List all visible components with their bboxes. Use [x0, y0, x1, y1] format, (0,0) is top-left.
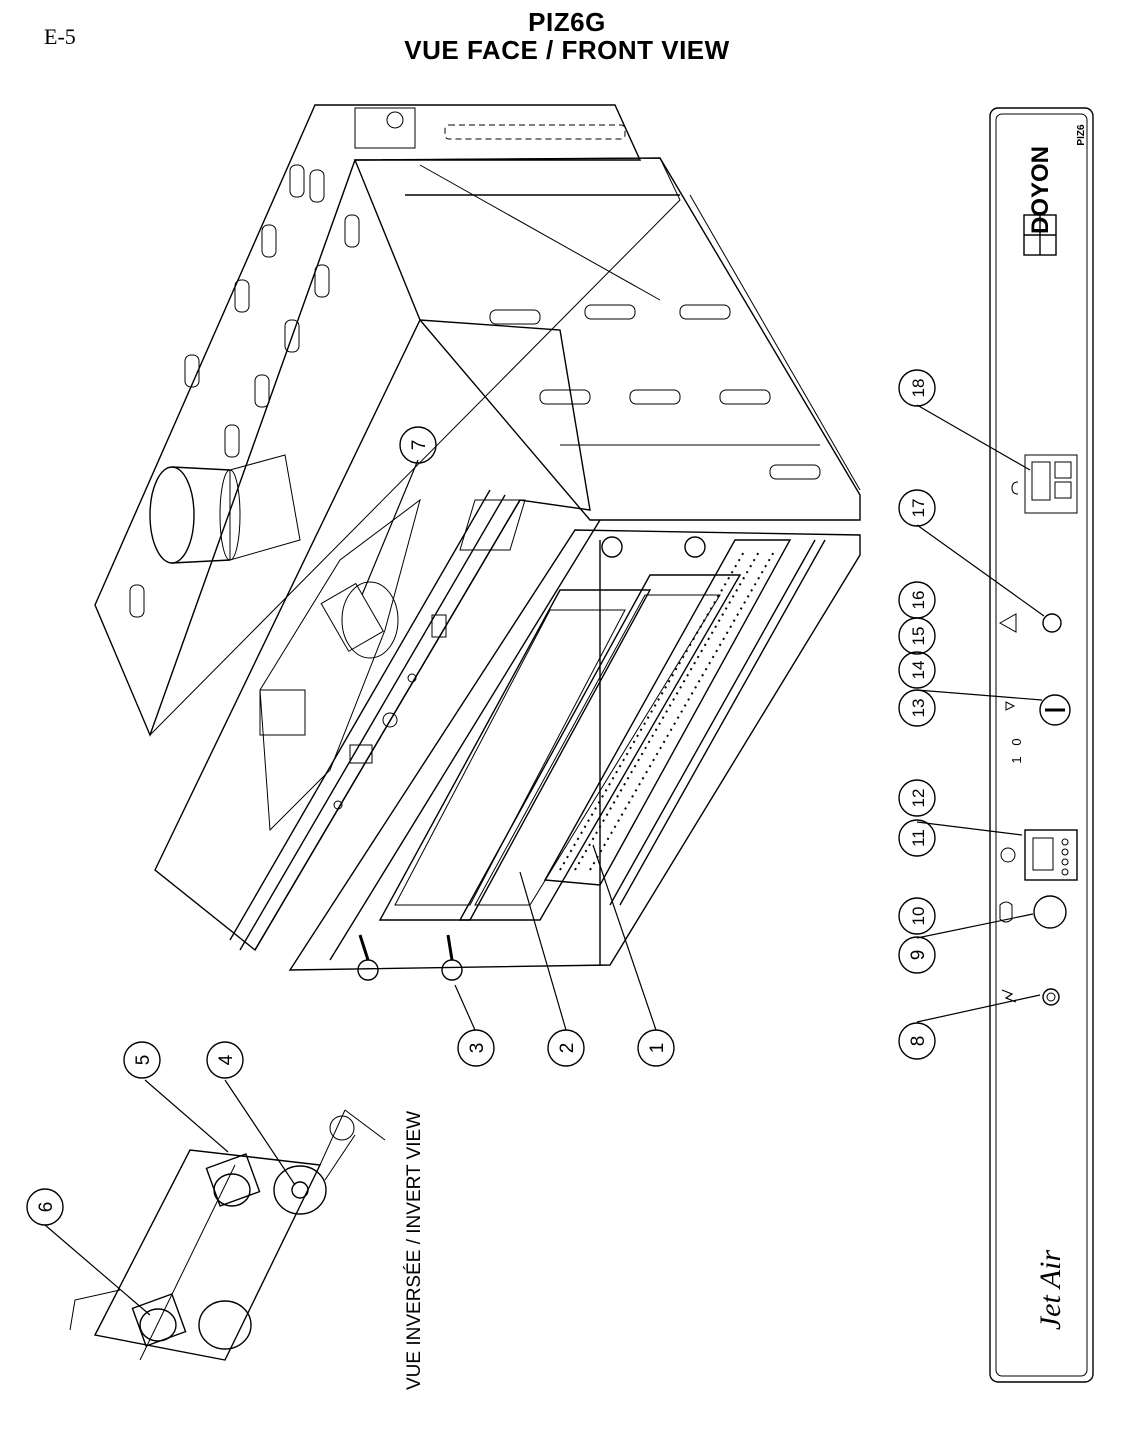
oven-right-side: [353, 157, 861, 521]
upper-door: [378, 589, 652, 921]
callout-label-4: 4: [216, 1054, 237, 1065]
door-handle-knob: [601, 536, 623, 558]
callout-circle-3: [457, 1029, 495, 1067]
door-handle-knob: [441, 959, 463, 981]
motor-cutaway: [259, 498, 421, 832]
callout-label-13: 13: [909, 699, 928, 718]
callout-label-17: 17: [909, 499, 928, 518]
callout-circle-9: [898, 936, 936, 974]
callout-circle-18: [898, 369, 936, 407]
callout-circle-7: [399, 426, 437, 464]
callout-circle-1: [637, 1029, 675, 1067]
page-number: E-5: [44, 24, 76, 49]
callout-label-5: 5: [133, 1055, 154, 1066]
callout-label-6: 6: [36, 1202, 57, 1213]
inset-switch-6: [131, 1293, 187, 1347]
warning-icon: [998, 613, 1017, 633]
lower-door: [458, 574, 742, 921]
callout-circle-12: [898, 779, 936, 817]
model-title: PIZ6G: [528, 7, 606, 37]
invert-view-inset: [69, 1109, 386, 1361]
switch-position-0: 0: [1009, 738, 1024, 745]
doyon-logo: [1023, 214, 1057, 256]
callout-label-16: 16: [909, 591, 928, 610]
callout-circle-6: [26, 1188, 64, 1226]
callout-circle-16: [898, 581, 936, 619]
callout-label-2: 2: [557, 1043, 578, 1054]
oven-body: [94, 104, 861, 981]
callout-circle-13: [898, 689, 936, 727]
vent-slots: [129, 107, 821, 618]
clock-icon: [1000, 847, 1016, 863]
callout-circle-2: [547, 1029, 585, 1067]
oven-control-panel: [333, 499, 526, 810]
panel-model-tag: PIZ6: [1076, 124, 1087, 146]
steam-icon: [999, 901, 1013, 923]
callout-circles: [26, 369, 936, 1226]
temperature-display: [1011, 454, 1078, 514]
oven-control-hood: [154, 319, 591, 952]
steam-knob: [1033, 895, 1067, 929]
callout-label-8: 8: [908, 1036, 929, 1047]
callout-label-14: 14: [909, 661, 928, 680]
fan-icon: [1005, 701, 1016, 711]
inset-bracket-plate: [93, 1149, 322, 1361]
callout-circle-4: [206, 1041, 244, 1079]
inset-thermostat: [198, 1300, 252, 1350]
callout-label-12: 12: [909, 789, 928, 808]
callout-circle-10: [898, 897, 936, 935]
oven-front-frame: [288, 529, 861, 971]
callout-label-7: 7: [409, 440, 430, 451]
door-handles: [357, 536, 706, 981]
callout-label-18: 18: [909, 379, 928, 398]
power-indicator: [1042, 988, 1060, 1006]
indicator-light: [1042, 613, 1062, 633]
callout-label-9: 9: [908, 950, 929, 961]
callout-circle-17: [898, 489, 936, 527]
callout-label-11: 11: [909, 829, 928, 847]
callout-circle-5: [123, 1041, 161, 1079]
inset-timer-4: [273, 1165, 327, 1215]
view-title: VUE FACE / FRONT VIEW: [404, 35, 730, 65]
leader-lines: [44, 404, 1045, 1316]
power-icon: [1001, 989, 1017, 1003]
panel-outer-frame: [989, 107, 1094, 1383]
callout-circle-14: [898, 651, 936, 689]
digital-timer: [1024, 829, 1078, 881]
selector-switch: [1039, 694, 1071, 726]
switch-position-1: 1: [1009, 756, 1024, 763]
chimney: [149, 454, 301, 564]
callout-label-10: 10: [909, 907, 928, 926]
callout-circle-11: [898, 819, 936, 857]
front-control-panel: [989, 107, 1094, 1383]
invert-view-label: VUE INVERSÉE / INVERT VIEW: [404, 1110, 425, 1390]
door-handle-knob: [684, 536, 706, 558]
callout-label-1: 1: [647, 1043, 668, 1054]
callout-circle-8: [898, 1022, 936, 1060]
baking-deck: [543, 539, 792, 886]
callout-label-3: 3: [467, 1043, 488, 1054]
door-handle-knob: [357, 959, 379, 981]
inset-switch-5: [205, 1153, 261, 1207]
callout-label-15: 15: [909, 627, 928, 646]
panel-script-logo: Jet Air: [1034, 1250, 1067, 1331]
panel-brand-text: DOYON: [1027, 146, 1054, 234]
